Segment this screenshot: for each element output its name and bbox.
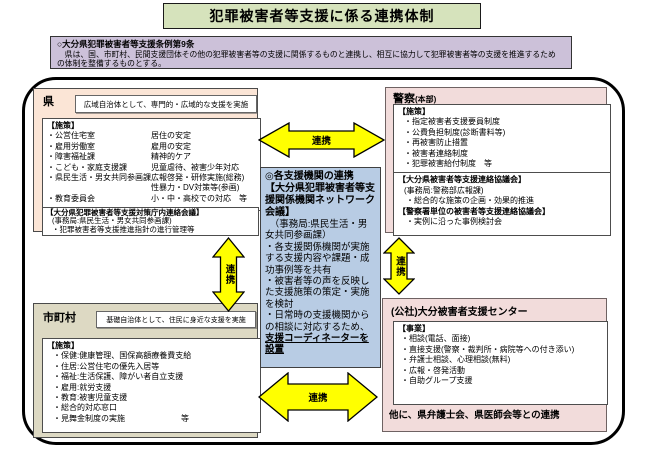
project-item: ・自助グループ支援	[401, 375, 473, 385]
connector-prefecture-police: 連携	[258, 122, 385, 158]
prefecture-box: 県 広域自治体として、専門的・広域的な支援を実施 【施策】 ・公営住宅室 居住の…	[33, 88, 261, 236]
measure-content: 雇用の安定	[151, 141, 191, 151]
network-council-heading: 【大分県犯罪被害者等支援関係機関ネットワーク会議】	[265, 183, 375, 218]
measure-content: 児童虐待、被害少年対応	[151, 162, 239, 172]
measure-content: 小・中・高校での対応 等	[151, 193, 247, 203]
measure-item: ・犯罪被害給付制度 等	[404, 158, 492, 168]
council-secretariat: (事務局:警務部広報課)	[404, 185, 484, 195]
police-box: 警察(本部) 【施策】 ・指定被害者支援要員制度 ・公費負担制度(診断書料等) …	[385, 87, 611, 236]
ordinance-text-line1: 県は、国、市町村、民間支援団体その他の犯罪被害者等の支援に関係するものと連携し、…	[57, 49, 556, 59]
connector-municipality-center: 連携	[258, 372, 378, 422]
measure-dept: ・教育委員会	[47, 193, 95, 203]
network-council-box: ◎各支援機関の連携 【大分県犯罪被害者等支援関係機関ネットワーク会議】 （事務局…	[260, 167, 381, 368]
prefecture-role: 広域自治体として、専門的・広域的な支援を実施	[75, 95, 257, 113]
support-center-note: 他に、県弁護士会、県医師会等との連携	[389, 410, 560, 421]
project-item: ・広報・啓発活動	[401, 365, 465, 375]
measure-item: ・雇用:就労支援	[53, 382, 112, 392]
double-arrow-horizontal-icon	[258, 372, 378, 422]
measure-item: ・見舞金制度の実施 等	[53, 413, 189, 423]
municipality-name: 市町村	[43, 312, 76, 324]
measure-dept: ・こども・家庭支援課	[47, 162, 127, 172]
measures-heading: 【施策】	[47, 341, 79, 350]
council-secretariat: (事務局:県民生活・男女共同参画課)	[52, 216, 172, 226]
measure-content: 広報啓発・研修実施(総務)	[151, 172, 245, 182]
prefecture-name: 県	[43, 96, 54, 108]
measure-item: ・公費負担制度(診断書料等)	[404, 127, 506, 137]
connector-police-center: 連携	[383, 237, 415, 295]
municipality-measures-box: 【施策】 ・保健:健康管理、国保高額療養費支給 ・住居:公営住宅の優先入居等 ・…	[42, 338, 261, 433]
police-name-suffix: (本部)	[415, 95, 437, 104]
measure-content: 居住の安定	[151, 131, 191, 141]
support-center-projects-box: 【事業】 ・相談(電話、面接) ・直接支援(警察・裁判所・病院等への付き添い) …	[393, 321, 608, 405]
measure-item: ・住居:公営住宅の優先入居等	[53, 361, 160, 371]
projects-heading: 【事業】	[398, 324, 430, 333]
measure-item: ・再被害防止措置	[404, 138, 468, 148]
council-item: ・犯罪被害者等支援推進指針の進行管理等	[52, 224, 195, 234]
network-item-underline: 支援コーディネーターを設置	[265, 332, 369, 356]
network-secretariat: （事務局:県民生活・男女共同参画課）	[265, 219, 368, 242]
measure-content: 精神的ケア	[151, 152, 191, 162]
council-heading: 【大分県犯罪被害者等支援対策庁内連絡会議】	[46, 208, 204, 217]
measure-dept	[47, 183, 151, 193]
project-item: ・弁護士相談、心理相談(無料)	[401, 355, 511, 365]
measure-content: 性暴力・DV対策等(参画)	[151, 183, 240, 193]
measure-item: ・総合的対応窓口	[53, 403, 117, 413]
support-center-name: (公社)大分被害者支援センター	[391, 307, 528, 318]
double-arrow-horizontal-icon	[258, 122, 385, 158]
council-item: ・実例に沿った事例検討会	[406, 217, 502, 227]
prefecture-measures-list: ・公営住宅室 居住の安定 ・雇用労働室 雇用の安定 ・障害福祉課 精神的ケア ・…	[47, 131, 256, 204]
municipality-role: 基礎自治体として、住民に身近な支援を実施	[96, 311, 256, 328]
police-name: 警察(本部)	[393, 90, 436, 106]
network-item: ・各支援関係機関が実施する支援内容や課題・成功事例等を共有	[265, 241, 370, 276]
network-item: ・日常時の支援機関からの相談に対応するため、支援コーディネーターを設置	[265, 310, 376, 356]
measure-item: ・教育:被害児童支援	[53, 392, 128, 402]
ordinance-heading: ○大分県犯罪被害者等支援条例第9条	[57, 39, 195, 49]
network-item-text: ・日常時の支援機関からの相談に対応するため、	[265, 310, 370, 333]
measure-item: ・被害者連絡制度	[404, 148, 468, 158]
measure-dept: ・雇用労働室	[47, 141, 95, 151]
measure-item: ・福祉:生活保護、障がい者自立支援	[53, 372, 184, 382]
double-arrow-vertical-icon	[383, 237, 415, 295]
project-item: ・相談(電話、面接)	[401, 334, 471, 344]
ordinance-box: ○大分県犯罪被害者等支援条例第9条 県は、国、市町村、民間支援団体その他の犯罪被…	[50, 36, 572, 69]
connector-label: 連携	[308, 393, 328, 404]
police-council-box: 【大分県被害者等支援連絡協議会】 (事務局:警務部広報課) ・総合的な施策の企画…	[393, 172, 611, 236]
network-item: ・被害者等の声を反映した支援施策の策定・実施を検討	[265, 275, 370, 310]
council-heading: 【警察署単位の被害者等支援連絡協議会】	[398, 206, 550, 216]
connector-label: 連携	[311, 136, 331, 147]
measure-item: ・指定被害者支援要員制度	[404, 117, 500, 127]
measure-dept: ・障害福祉課	[47, 152, 95, 162]
measure-dept: ・県民生活・男女共同参画課	[47, 172, 151, 182]
prefecture-measures-box: 【施策】 ・公営住宅室 居住の安定 ・雇用労働室 雇用の安定 ・障害福祉課 精神…	[42, 118, 261, 211]
project-item: ・直接支援(警察・裁判所・病院等への付き添い)	[401, 344, 575, 354]
council-heading: 【大分県被害者等支援連絡協議会】	[398, 175, 526, 184]
network-heading: ◎各支援機関の連携	[265, 171, 354, 182]
measures-heading: 【施策】	[47, 121, 79, 130]
measure-item: ・保健:健康管理、国保高額療養費支給	[53, 351, 192, 361]
police-name-main: 警察	[393, 93, 415, 105]
municipality-box: 市町村 基礎自治体として、住民に身近な支援を実施 【施策】 ・保健:健康管理、国…	[33, 303, 261, 438]
council-item: ・総合的な施策の企画・効果的推進	[406, 196, 534, 206]
double-arrow-vertical-icon	[212, 237, 245, 312]
measure-dept: ・公営住宅室	[47, 131, 95, 141]
prefecture-council-box: 【大分県犯罪被害者等支援対策庁内連絡会議】 (事務局:県民生活・男女共同参画課)…	[42, 207, 259, 236]
connector-label: 連携	[394, 255, 405, 277]
connector-label: 連携	[223, 264, 235, 285]
support-center-box: (公社)大分被害者支援センター 【事業】 ・相談(電話、面接) ・直接支援(警察…	[382, 298, 608, 432]
measures-heading: 【施策】	[398, 107, 430, 116]
ordinance-text-line2: の体制を整備するものとする。	[57, 59, 166, 69]
page-title: 犯罪被害者等支援に係る連携体制	[163, 3, 481, 29]
police-measures-box: 【施策】 ・指定被害者支援要員制度 ・公費負担制度(診断書料等) ・再被害防止措…	[393, 104, 611, 176]
connector-prefecture-municipality: 連携	[212, 237, 245, 312]
